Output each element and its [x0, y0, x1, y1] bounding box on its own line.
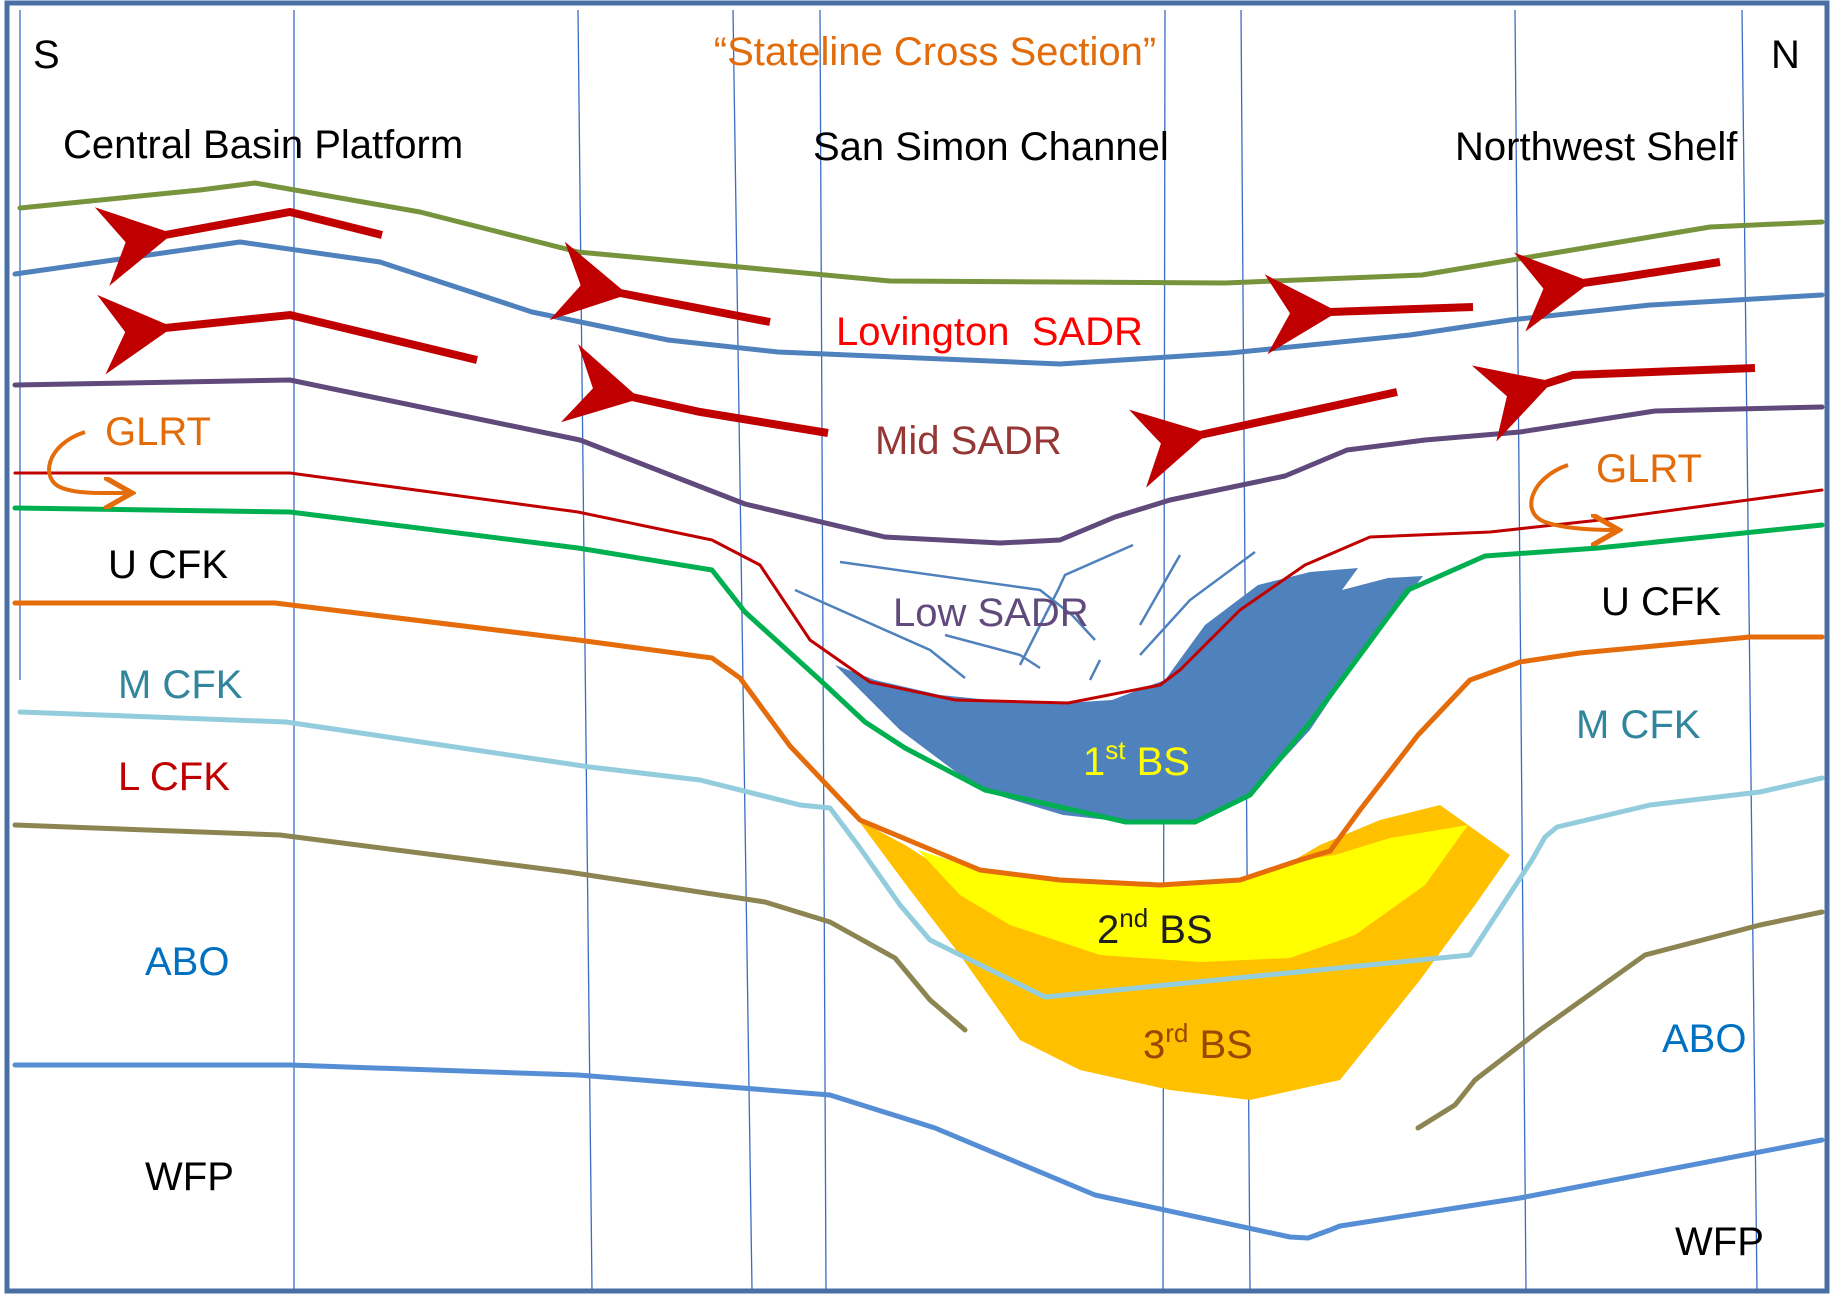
central-basin-platform-label: Central Basin Platform [63, 123, 463, 167]
abo-label-north: ABO [1662, 1017, 1746, 1061]
arrow-nws-upper [1264, 274, 1474, 355]
glrt-line [13, 471, 1824, 705]
u-cfk-label-south: U CFK [108, 543, 228, 587]
glrt-label-north: GLRT [1596, 447, 1702, 491]
arrow-cbp-lower [97, 294, 478, 375]
clinoform-line [794, 588, 966, 679]
san-simon-channel-label: San Simon Channel [813, 125, 1169, 169]
glrt-arrows [47, 430, 1615, 530]
clinoform-line [1088, 659, 1102, 681]
mid-sadr-label: Mid SADR [875, 419, 1062, 463]
north-label: N [1771, 33, 1800, 77]
1st-bs-label: 1st BS [1083, 735, 1190, 784]
1st-bs-body [835, 568, 1423, 822]
sadr-arrows [94, 207, 1756, 488]
m-cfk-label-south: M CFK [118, 663, 243, 707]
top-horizon-line [17, 180, 1825, 286]
arrow-channel-lower [560, 344, 829, 437]
u-cfk-label-north: U CFK [1601, 580, 1721, 624]
abo-top-line-north [1415, 909, 1825, 1131]
wfp-top-line [12, 1062, 1825, 1241]
low-sadr-clinoforms [794, 543, 1256, 681]
m-cfk-top-line [17, 709, 1825, 1000]
3rd-bs-label: 3rd BS [1143, 1018, 1253, 1067]
well-line [1514, 9, 1527, 1291]
arrow-channel-upper [549, 241, 771, 326]
low-sadr-label: Low SADR [893, 591, 1089, 635]
arrow-cbp-upper [94, 207, 383, 286]
well-line [732, 9, 753, 1291]
abo-top-line [12, 822, 968, 1033]
diagram-title: “Stateline Cross Section” [714, 30, 1156, 74]
arrow-nws-middle [1128, 388, 1398, 488]
l-cfk-top-line [12, 600, 1825, 888]
frame-border [4, 0, 1830, 1294]
arrow-nws-top [1513, 252, 1721, 332]
wfp-label-north: WFP [1675, 1220, 1764, 1264]
glrt-label-south: GLRT [105, 410, 211, 454]
northwest-shelf-label: Northwest Shelf [1455, 125, 1738, 169]
2nd-bs-body [918, 825, 1468, 962]
l-cfk-label: L CFK [118, 755, 230, 799]
clinoform-line [1139, 550, 1256, 656]
clinoform-line [1138, 554, 1182, 626]
wfp-label-south: WFP [145, 1155, 234, 1199]
clinoform-line [1018, 543, 1134, 666]
cfk-top-line [12, 505, 1825, 825]
arrow-nws-lower [1471, 364, 1756, 442]
2nd-bs-label: 2nd BS [1097, 903, 1213, 952]
glrt-arrow-south [47, 430, 128, 493]
lovington-sadr-label: Lovington SADR [836, 310, 1143, 354]
clinoform-line [944, 633, 1041, 670]
abo-label-south: ABO [145, 940, 229, 984]
south-label: S [33, 33, 60, 77]
glrt-arrow-north [1529, 463, 1615, 530]
m-cfk-label-north: M CFK [1576, 703, 1701, 747]
clinoform-line [839, 560, 1096, 641]
